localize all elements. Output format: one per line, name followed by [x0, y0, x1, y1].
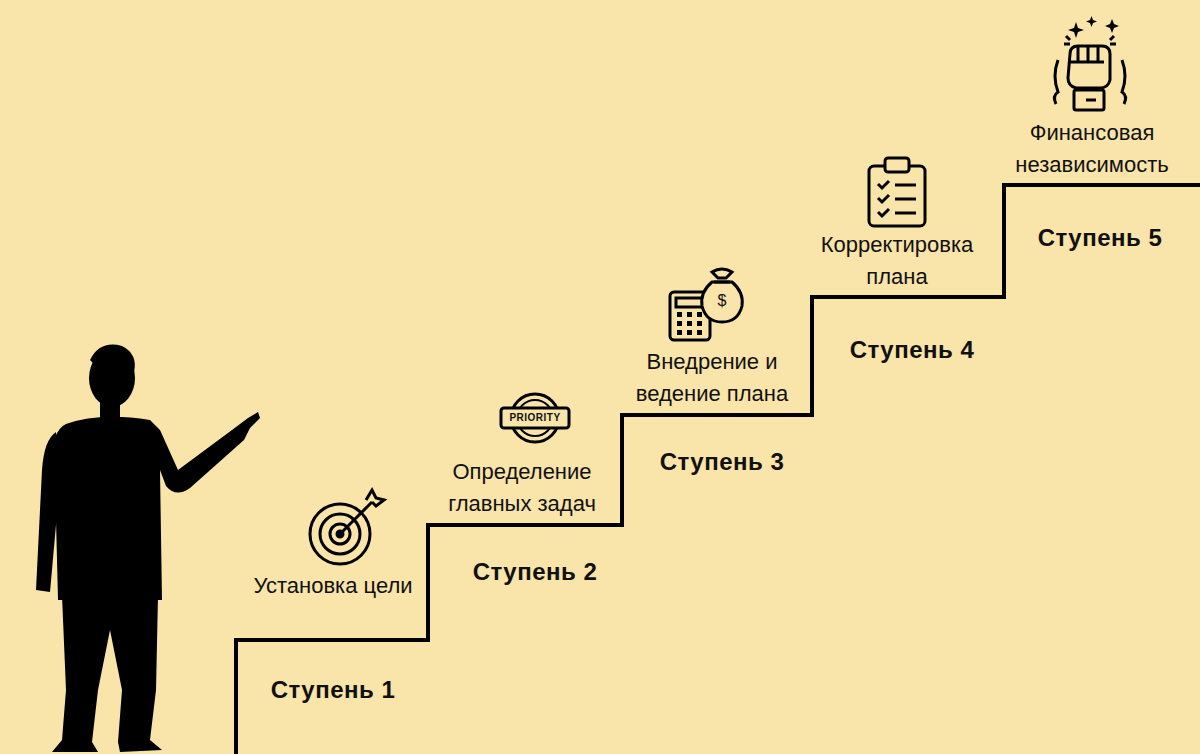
calculator-moneybag-icon	[670, 269, 742, 340]
fist-icon	[1054, 16, 1125, 110]
stair-line	[236, 185, 1200, 754]
target-icon	[310, 490, 384, 564]
step-caption: Внедрение и ведение плана	[614, 346, 810, 410]
step-number: Ступень 4	[822, 334, 1002, 366]
currency-sign: $	[712, 291, 732, 311]
step-caption: Установка цели	[238, 570, 428, 602]
step-number: Ступень 3	[632, 446, 812, 478]
step-number: Ступень 1	[243, 674, 423, 706]
priority-badge-icon	[501, 394, 569, 442]
step-caption: Корректировка плана	[802, 229, 992, 293]
step-caption: Определение главных задач	[424, 456, 620, 520]
step-number: Ступень 5	[1010, 222, 1190, 254]
clipboard-icon	[869, 158, 925, 226]
step-caption: Финансовая независимость	[992, 117, 1192, 181]
step-number: Ступень 2	[445, 556, 625, 588]
badge-text: PRIORITY	[503, 411, 567, 425]
man-silhouette	[36, 345, 260, 752]
